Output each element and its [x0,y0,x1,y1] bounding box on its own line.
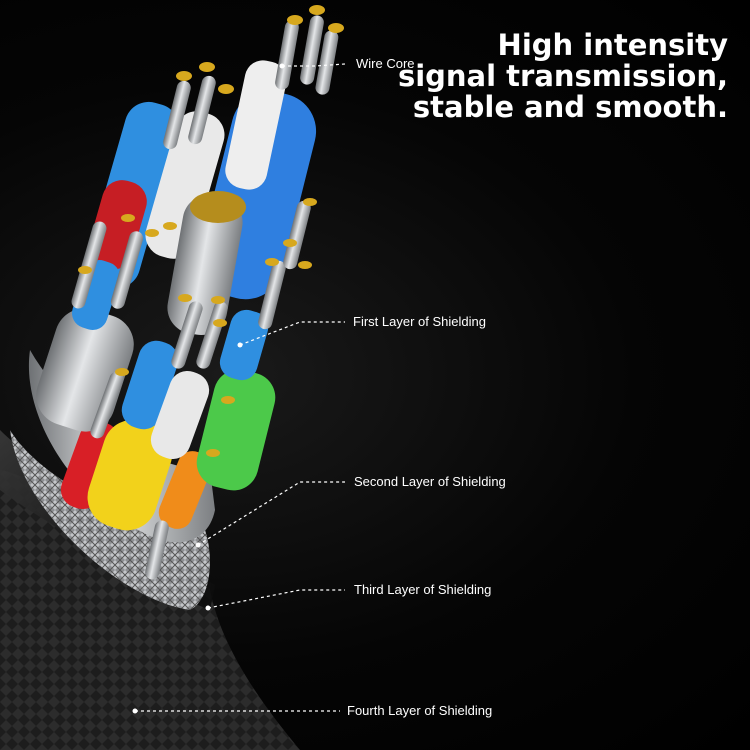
callout-third-layer: Third Layer of Shielding [354,582,492,597]
headline-line-3: stable and smooth. [412,90,728,124]
callout-fourth-layer: Fourth Layer of Shielding [347,703,493,718]
headline-line-1: High intensity [497,28,728,62]
callout-wire-core: Wire Core [356,56,415,71]
third-layer-leader [207,589,345,609]
callout-leader-lines [135,63,346,712]
callout-dots [132,63,285,714]
wire-core-leader [282,63,346,67]
callout-first-layer: First Layer of Shielding [353,314,486,329]
headline-line-2: signal transmission, [397,59,728,93]
callout-second-layer: Second Layer of Shielding [354,474,506,489]
inner-wire-cores [36,5,344,580]
headline: High intensity signal transmission, stab… [368,30,728,123]
second-layer-leader [197,481,345,546]
